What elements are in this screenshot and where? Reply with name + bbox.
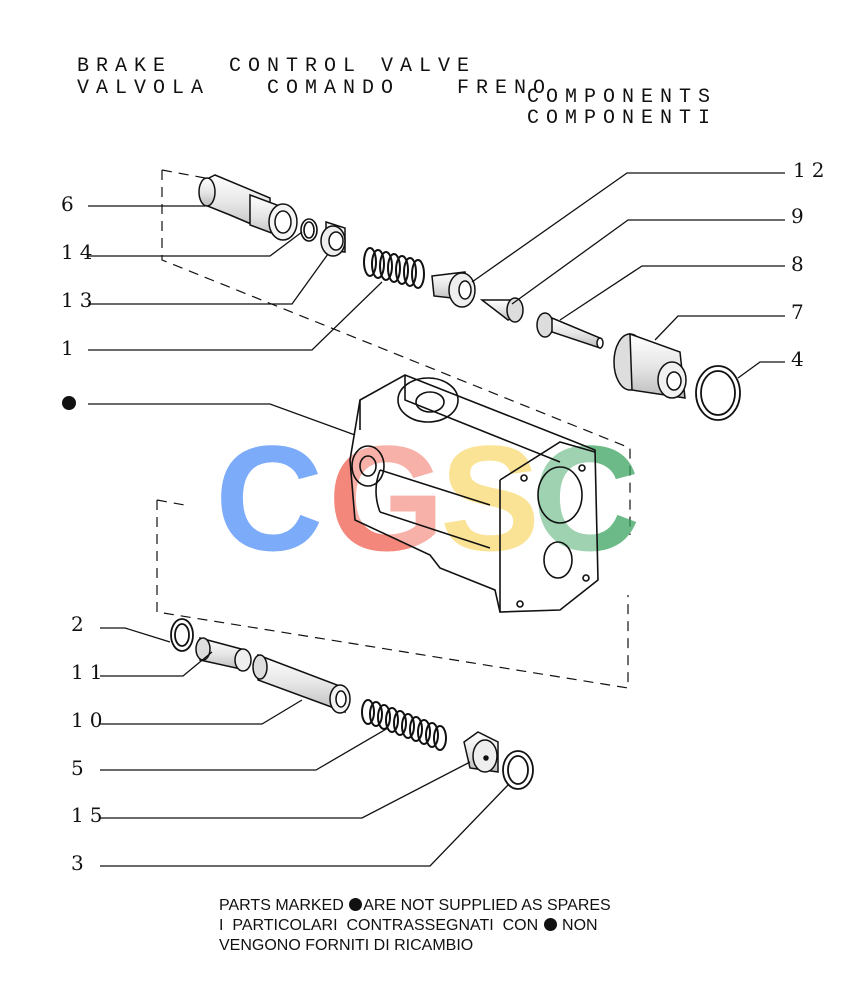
part-3-o-ring xyxy=(502,750,534,790)
note-line-2b: NON xyxy=(557,917,598,934)
note-line-2a: I PARTICOLARI CONTRASSEGNATI CON xyxy=(219,917,543,934)
callout-15: 15 xyxy=(71,803,109,827)
callout-4: 4 xyxy=(791,347,810,371)
spares-note: PARTS MARKED ARE NOT SUPPLIED AS SPARES … xyxy=(219,896,611,956)
part-6-plunger xyxy=(198,174,298,241)
part-1-spring xyxy=(363,247,425,289)
watermark-letter-c1: C xyxy=(215,414,323,582)
callout-13: 13 xyxy=(61,288,99,312)
bullet-dot-icon xyxy=(349,898,363,911)
note-line-3: VENGONO FORNITI DI RICAMBIO xyxy=(219,937,474,954)
note-line-1b: ARE NOT SUPPLIED AS SPARES xyxy=(363,897,611,914)
note-line-2: I PARTICOLARI CONTRASSEGNATI CON NON xyxy=(219,916,611,936)
bullet-dot-icon xyxy=(543,918,557,931)
callout-2: 2 xyxy=(71,612,90,636)
part-7-plug xyxy=(613,332,687,399)
cgsc-watermark: C G S C xyxy=(215,414,640,582)
callout-1: 1 xyxy=(61,336,80,360)
watermark-letter-g: G xyxy=(328,414,445,582)
title-line-2: VALVOLA COMANDO FRENO xyxy=(77,77,553,100)
watermark-letter-s: S xyxy=(440,414,540,582)
title-line-4: COMPONENTI xyxy=(527,107,718,130)
leader-lines xyxy=(88,172,785,867)
callout-6: 6 xyxy=(61,192,80,216)
assembly-axis-lines xyxy=(156,169,631,689)
callout-12: 12 xyxy=(793,158,831,182)
part-12-valve-seat xyxy=(431,271,476,308)
callout-9: 9 xyxy=(791,204,810,228)
title-line-3: COMPONENTS xyxy=(527,86,718,109)
callout-3: 3 xyxy=(71,851,90,875)
note-line-1a: PARTS MARKED xyxy=(219,897,349,914)
part-4-o-ring xyxy=(695,365,741,421)
valve-body xyxy=(349,374,599,613)
part-2-o-ring xyxy=(170,618,194,652)
watermark-letter-c2: C xyxy=(532,414,640,582)
callout-5: 5 xyxy=(71,756,90,780)
part-14-o-ring xyxy=(300,218,318,242)
note-line-1: PARTS MARKED ARE NOT SUPPLIED AS SPARES xyxy=(219,896,611,916)
callout-14: 14 xyxy=(61,240,99,264)
callout-11: 11 xyxy=(71,660,109,684)
callout-10: 10 xyxy=(71,708,109,732)
part-11-plunger xyxy=(195,637,252,672)
callout-7: 7 xyxy=(791,300,810,324)
not-supplied-marker-icon xyxy=(62,396,76,410)
title-line-1: BRAKE CONTROL VALVE xyxy=(77,55,477,78)
part-13-seal-cup xyxy=(320,220,346,257)
callout-8: 8 xyxy=(791,252,810,276)
part-15-plug xyxy=(463,731,499,773)
part-8-pin xyxy=(536,312,604,350)
part-5-spring xyxy=(361,699,447,751)
part-9-poppet xyxy=(479,297,524,323)
part-10-piston xyxy=(252,653,351,714)
